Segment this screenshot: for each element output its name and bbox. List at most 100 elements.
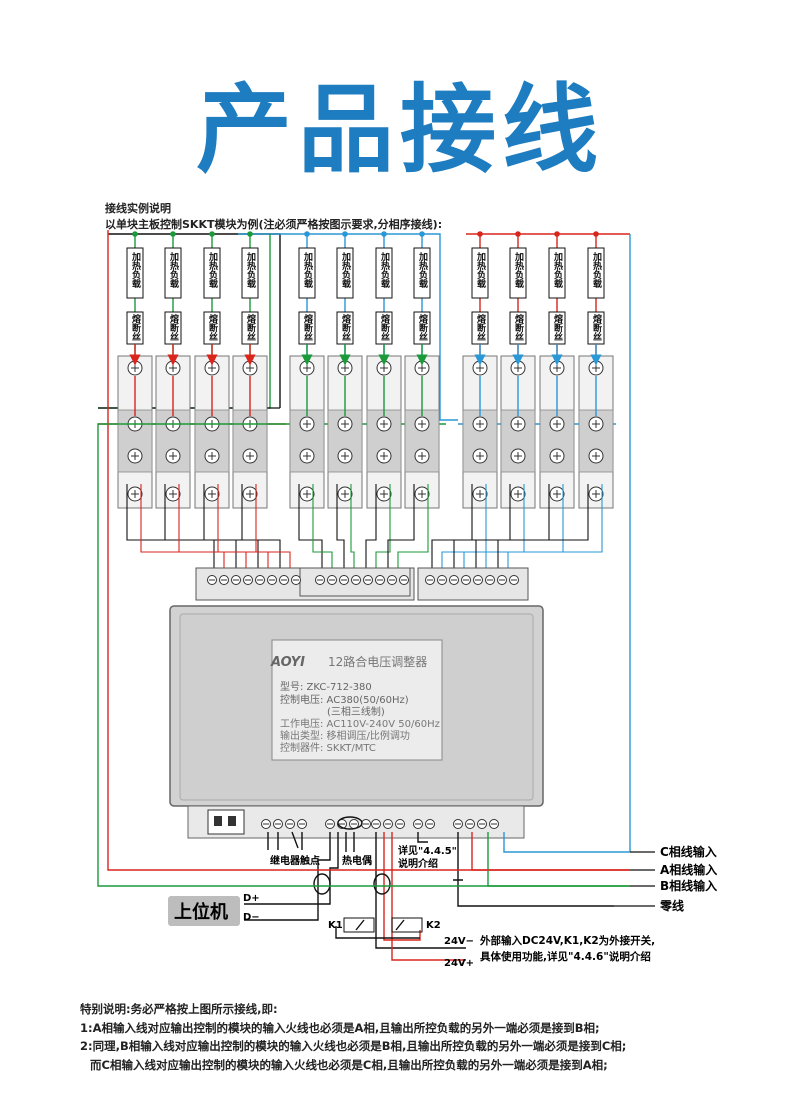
fuse-label: 熔断丝 [340, 313, 351, 341]
junction-dot [554, 231, 560, 237]
fuse-label: 熔断丝 [130, 313, 141, 341]
screw-slot [341, 420, 349, 428]
external-input-b: 具体使用功能,详见"4.4.6"说明介绍 [479, 950, 651, 963]
v24-plus-label: 24V+ [444, 958, 474, 969]
screw-slot [131, 490, 139, 498]
screw-slot [246, 452, 254, 460]
notes-intro: 特别说明:务必严格按上图所示接线,即: [80, 1002, 278, 1016]
heading-line1: 接线实例说明 [105, 202, 171, 215]
phase-c-label: C相线输入 [660, 844, 717, 859]
device-name: 12路合电压调整器 [328, 654, 427, 669]
junction-dot [304, 231, 310, 237]
heating-load-box [471, 247, 489, 299]
fuse-label: 熔断丝 [417, 313, 428, 341]
heating-load-label: 加热负载 [245, 251, 257, 289]
heating-load-box [375, 247, 393, 299]
fuse-label: 熔断丝 [207, 313, 218, 341]
junction-dot [170, 231, 176, 237]
brand-logo: AOYI [270, 655, 305, 670]
screw-slot [341, 490, 349, 498]
k1-label: K1 [328, 920, 343, 931]
heating-load-label: 加热负载 [207, 251, 219, 289]
cathode-wire [507, 484, 603, 578]
screw-slot [169, 490, 177, 498]
heating-load-label: 加热负载 [513, 251, 525, 289]
heating-load-box [509, 247, 527, 299]
relay-contact-label: 继电器触点 [270, 854, 320, 867]
screw-slot [303, 420, 311, 428]
control-wires [126, 484, 603, 578]
notes-line3: 而C相输入线对应输出控制的模块的输入火线也必须是C相,且输出所控负载的另外一端必… [90, 1057, 608, 1072]
host-box [168, 896, 240, 926]
d-plus-label: D+ [243, 893, 260, 904]
cathode-wire [312, 484, 333, 578]
see-section-a: 详见"4.4.5" [398, 844, 457, 857]
neutral-label: 零线 [659, 898, 684, 913]
heating-load-box [548, 247, 566, 299]
screw-slot [208, 452, 216, 460]
switch-k2 [391, 917, 423, 933]
gate-wire [241, 484, 281, 578]
screw-slot [514, 490, 522, 498]
screw-slot [131, 452, 139, 460]
screw-slot [380, 420, 388, 428]
fuse-label: 熔断丝 [475, 313, 486, 341]
cathode-wire [350, 484, 355, 578]
switch-k1 [343, 917, 375, 933]
screw-slot [380, 452, 388, 460]
heating-load-box [413, 247, 431, 299]
junction-dot [209, 231, 215, 237]
gate-wire [164, 484, 237, 578]
cathode-wire [375, 484, 391, 578]
heading-line2: 以单块主板控制SKKT模块为例(注必须严格按图示要求,分相序接线): [105, 218, 443, 231]
junction-dot [419, 231, 425, 237]
heating-load-label: 加热负载 [302, 251, 314, 289]
gate-wire [365, 484, 377, 578]
fuse-label: 熔断丝 [513, 313, 524, 341]
device-control-device: 控制器件: SKKT/MTC [280, 741, 376, 754]
heating-load-label: 加热负载 [168, 251, 180, 289]
heating-load-box [164, 247, 182, 299]
heating-load-label: 加热负载 [552, 251, 564, 289]
junction-dot [515, 231, 521, 237]
screw-slot [380, 490, 388, 498]
cathode-wire [178, 484, 247, 578]
screw-slot [418, 420, 426, 428]
k2-label: K2 [426, 920, 441, 931]
screw-slot [418, 452, 426, 460]
v24-minus-label: 24V− [444, 936, 474, 947]
screw-slot [303, 452, 311, 460]
fuse-label: 熔断丝 [379, 313, 390, 341]
bottom-wiring [97, 230, 631, 961]
notes-line1: 1:A相输入线对应输出控制的模块的输入火线也必须是A相,且输出所控负载的另外一端… [80, 1020, 600, 1035]
screw-slot [476, 420, 484, 428]
heating-load-box [587, 247, 605, 299]
heating-load-box [203, 247, 221, 299]
heating-load-label: 加热负载 [591, 251, 603, 289]
heating-load-label: 加热负载 [475, 251, 487, 289]
screw-slot [246, 490, 254, 498]
page-title: 产品接线 [196, 74, 604, 186]
heating-load-box [336, 247, 354, 299]
heating-load-box [241, 247, 259, 299]
phase-b-label: B相线输入 [660, 878, 717, 893]
heating-load-box [126, 247, 144, 299]
gate-wire [203, 484, 259, 578]
device-working-voltage: 工作电压: AC110V-240V 50/60Hz [280, 717, 440, 730]
terminal-blocks [207, 575, 519, 829]
heating-load-label: 加热负载 [379, 251, 391, 289]
screw-slot [592, 420, 600, 428]
gate-wire [431, 484, 473, 578]
screw-slot [592, 490, 600, 498]
notes-line2: 2:同理,B相输入线对应输出控制的模块的输入火线也必须是B相,且输出所控负载的另… [80, 1039, 627, 1053]
host-label: 上位机 [174, 901, 228, 923]
heating-load-label: 加热负载 [340, 251, 352, 289]
heating-load-label: 加热负载 [417, 251, 429, 289]
thermocouple-label: 热电偶 [342, 854, 372, 867]
junction-dot [247, 231, 253, 237]
d-minus-label: D− [243, 912, 260, 923]
screw-slot [553, 452, 561, 460]
junction-dot [477, 231, 483, 237]
